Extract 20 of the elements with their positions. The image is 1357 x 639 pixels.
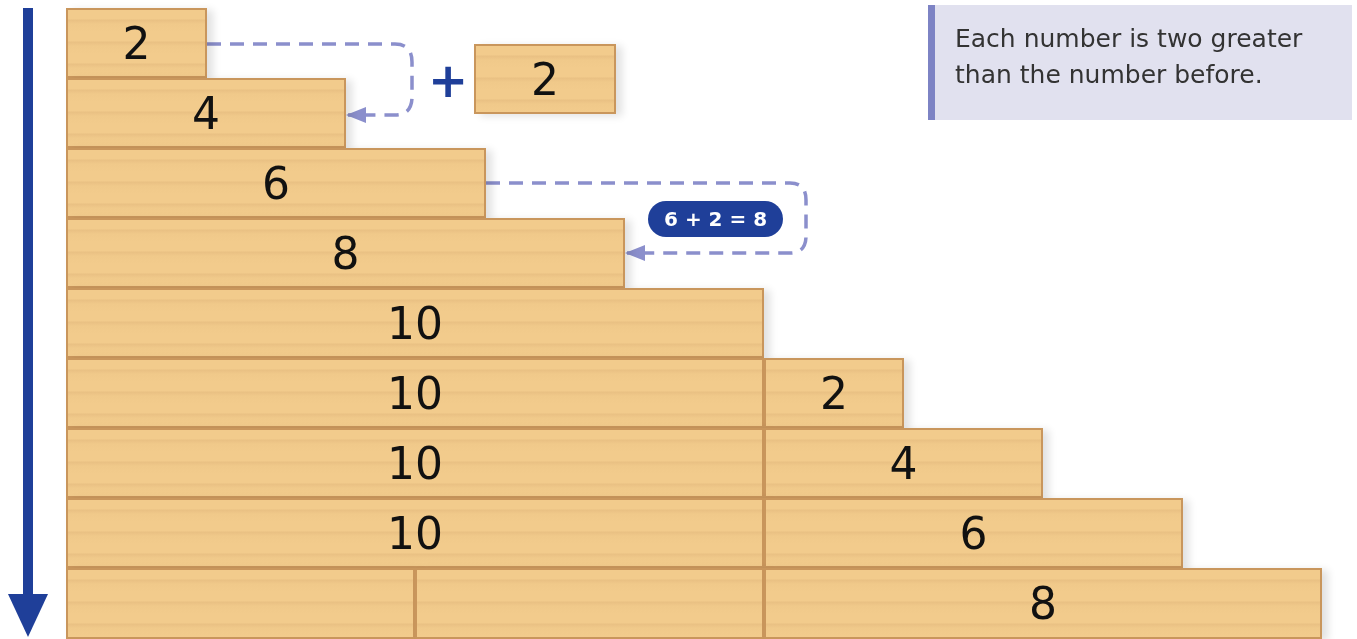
number-rod: 8	[764, 568, 1322, 639]
number-rod: 2	[764, 358, 904, 428]
number-rod: 6	[764, 498, 1183, 568]
number-rod: 10	[66, 288, 764, 358]
dashed-arrow	[207, 42, 414, 123]
number-rod: 2	[66, 8, 207, 78]
dashed-arrow	[486, 181, 808, 261]
number-rod: 4	[66, 78, 346, 148]
number-rod: 8	[66, 218, 625, 288]
number-rod: 10	[66, 428, 764, 498]
note-box: Each number is two greater than the number before.	[928, 5, 1352, 120]
wooden-rod	[415, 568, 764, 639]
plus-sign: +	[428, 52, 469, 108]
number-rod: 4	[764, 428, 1043, 498]
number-rod: 2	[474, 44, 616, 114]
number-rod: 10	[66, 498, 764, 568]
number-rod: 10	[66, 358, 764, 428]
wooden-rod	[66, 568, 415, 639]
edge-label: 6 + 2 = 8	[648, 201, 784, 237]
number-rod: 6	[66, 148, 486, 218]
